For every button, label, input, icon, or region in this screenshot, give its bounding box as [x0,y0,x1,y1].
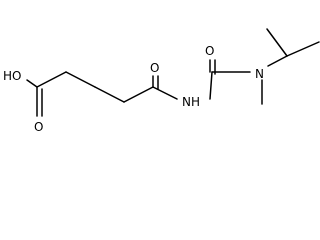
bond-ch-me-right [286,41,320,57]
bond-ch-me-left [266,28,288,57]
atom-label-urea-carbonyl-o: O [205,44,214,58]
bond-c2-c3 [65,71,96,88]
structure-diagram: HO O O NH O N [3,28,320,134]
atom-labels: HO O O NH O N [3,44,264,134]
atom-label-acid-carbonyl-o: O [34,120,43,134]
bond-n-isopropyl-ch [267,55,288,67]
bond-c4-c5 [123,86,154,103]
bond-c5-nh [152,86,178,100]
atom-label-urea-n: N [255,67,264,81]
atom-label-amide-carbonyl-o: O [150,61,159,75]
bond-c3-c4 [94,86,125,103]
atom-label-imide-nh: NH [182,95,200,109]
atom-label-hydroxyl: HO [3,69,21,83]
bond-nh-c6 [209,71,213,100]
bond-c1-c2 [36,71,67,88]
bond-c1-o-hydroxyl [26,79,38,88]
bonds [26,28,320,117]
